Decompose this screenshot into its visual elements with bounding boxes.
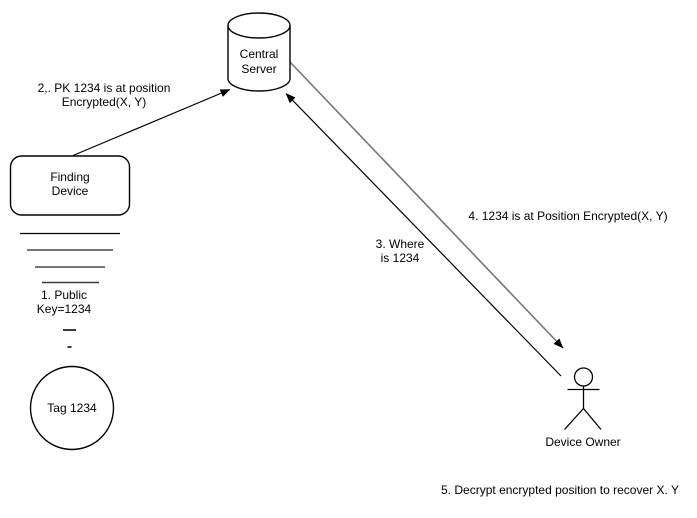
person-icon xyxy=(564,367,602,430)
tag-label-text: Tag 1234 xyxy=(47,401,97,415)
central-server-label: Central Server xyxy=(224,47,294,77)
database-cylinder-icon xyxy=(227,12,291,92)
arrow-step2 xyxy=(72,88,231,157)
step1-label: 1. Public Key=1234 xyxy=(24,288,104,316)
step2-label-line1: 2,. PK 1234 is at position xyxy=(37,81,171,95)
finding-device-box xyxy=(9,155,131,216)
central-server-label-line1: Central xyxy=(239,47,279,61)
step3-label-line2: is 1234 xyxy=(380,251,420,265)
step3-label: 3. Where is 1234 xyxy=(360,237,440,265)
step5-label: 5. Decrypt encrypted position to recover… xyxy=(435,483,685,497)
step2-label: 2,. PK 1234 is at position Encrypted(X, … xyxy=(24,81,184,109)
finding-device-label: Finding Device xyxy=(10,170,130,198)
arrow-step3 xyxy=(285,93,562,377)
finding-device-label-line2: Device xyxy=(51,184,89,198)
step1-label-line2: Key=1234 xyxy=(36,302,92,316)
central-server-label-line2: Server xyxy=(241,62,277,76)
signal-waves-icon xyxy=(20,232,120,348)
step3-label-line1: 3. Where xyxy=(375,237,425,251)
device-owner-label: Device Owner xyxy=(533,435,633,449)
finding-device-label-line1: Finding xyxy=(50,170,90,184)
step4-label: 4. 1234 is at Position Encrypted(X, Y) xyxy=(462,209,674,223)
step1-label-line1: 1. Public xyxy=(40,288,88,302)
step5-label-text: 5. Decrypt encrypted position to recover… xyxy=(441,483,679,497)
device-owner-label-text: Device Owner xyxy=(545,435,621,449)
tag-label: Tag 1234 xyxy=(32,401,112,415)
step4-label-text: 4. 1234 is at Position Encrypted(X, Y) xyxy=(468,209,668,223)
tag-circle xyxy=(29,365,115,451)
step2-label-line2: Encrypted(X, Y) xyxy=(61,95,147,109)
arrow-step4 xyxy=(289,61,564,349)
